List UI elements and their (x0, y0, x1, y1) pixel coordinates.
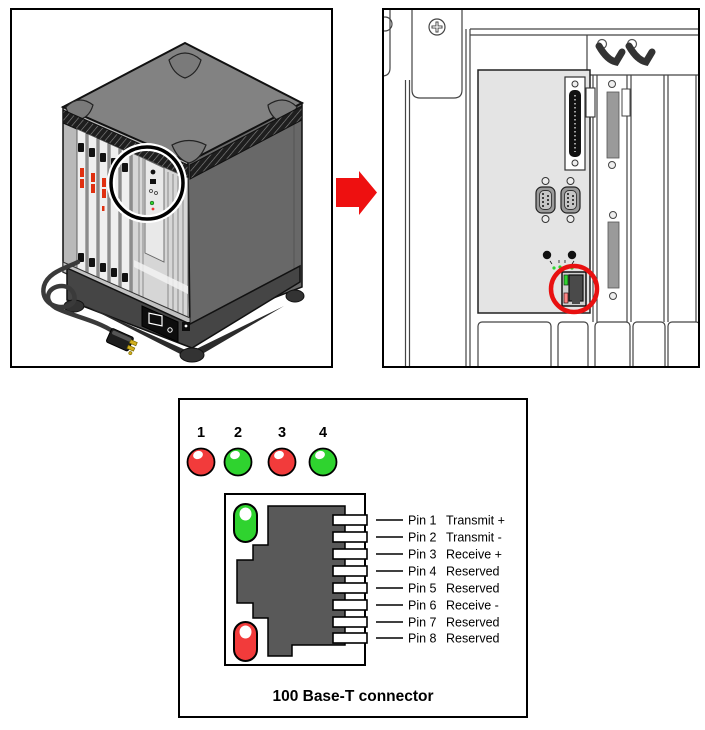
pin-3-name: Pin 3 (408, 548, 437, 562)
io-module-card (131, 152, 189, 327)
figure-caption: 100 Base-T connector (272, 688, 433, 705)
thumbscrew-right (567, 250, 577, 260)
thumbscrew-left (542, 250, 552, 260)
pin-1-signal: Transmit + (446, 514, 505, 528)
card-ejector-handles (78, 143, 128, 282)
status-led-2 (223, 447, 253, 477)
io-module-panel (477, 69, 600, 315)
pin-leader-lines (376, 519, 403, 639)
blank-slot (585, 87, 596, 118)
scsi-connector (564, 76, 586, 171)
chassis-illustration (41, 41, 305, 363)
pin-6-signal: Receive - (446, 599, 499, 613)
jack-silhouette (236, 505, 346, 657)
rear-panel-illustration (384, 10, 698, 366)
zoom-arrow-icon (336, 171, 377, 215)
power-inlet (141, 305, 190, 343)
cable-hook-icons (595, 38, 656, 66)
rj45-port (561, 271, 587, 307)
power-plug (106, 328, 138, 356)
jack-led-red (233, 621, 258, 662)
chassis-figure (10, 8, 333, 368)
pin-8-signal: Reserved (446, 632, 500, 646)
pin-slots (332, 514, 368, 644)
phillips-screw-icon (428, 18, 446, 36)
led-number-4: 4 (319, 425, 327, 441)
module-led-red (151, 207, 155, 211)
pin-7-name: Pin 7 (408, 616, 437, 630)
pin-2-signal: Transmit - (446, 531, 502, 545)
adjacent-slot-connectors (606, 80, 631, 300)
serial-port-1 (535, 177, 556, 223)
rear-panel-figure (382, 8, 700, 368)
pin-1-name: Pin 1 (408, 514, 437, 528)
status-led-3 (267, 447, 297, 477)
card-cage (76, 128, 189, 327)
led-number-1: 1 (197, 425, 205, 441)
connector-pinout-figure: 1 2 3 4 (178, 398, 528, 718)
status-led-row: 1 2 3 4 (186, 425, 338, 477)
serial-port-2 (560, 177, 581, 223)
chassis-base (62, 261, 305, 363)
pin-3-signal: Receive + (446, 548, 502, 562)
jack-led-green (233, 503, 258, 543)
rj45-highlight-circle (548, 263, 600, 315)
pin-4-name: Pin 4 (408, 565, 437, 579)
pin-6-name: Pin 6 (408, 599, 437, 613)
pin-2-name: Pin 2 (408, 531, 437, 545)
status-led-4 (308, 447, 338, 477)
pin-7-signal: Reserved (446, 616, 500, 630)
module-led-green (149, 200, 155, 206)
power-cord (41, 259, 117, 335)
led-number-3: 3 (278, 425, 286, 441)
zoom-annotation-circle (107, 143, 187, 223)
rj45-jack-diagram: Pin 1 Transmit + Pin 2 Transmit - Pin 3 … (224, 493, 505, 666)
vent-grilles (62, 105, 303, 180)
pin-5-signal: Reserved (446, 582, 500, 596)
pin-8-name: Pin 8 (408, 632, 437, 646)
status-led-1 (186, 447, 216, 477)
connector-pinout-diagram: 1 2 3 4 (186, 425, 505, 705)
rj45-led-pink (563, 292, 569, 304)
pin-labels: Pin 1 Transmit + Pin 2 Transmit - Pin 3 … (408, 514, 505, 646)
rj45-led-green (563, 274, 569, 286)
led-number-2: 2 (234, 425, 242, 441)
pin-4-signal: Reserved (446, 565, 500, 579)
pin-5-name: Pin 5 (408, 582, 437, 596)
